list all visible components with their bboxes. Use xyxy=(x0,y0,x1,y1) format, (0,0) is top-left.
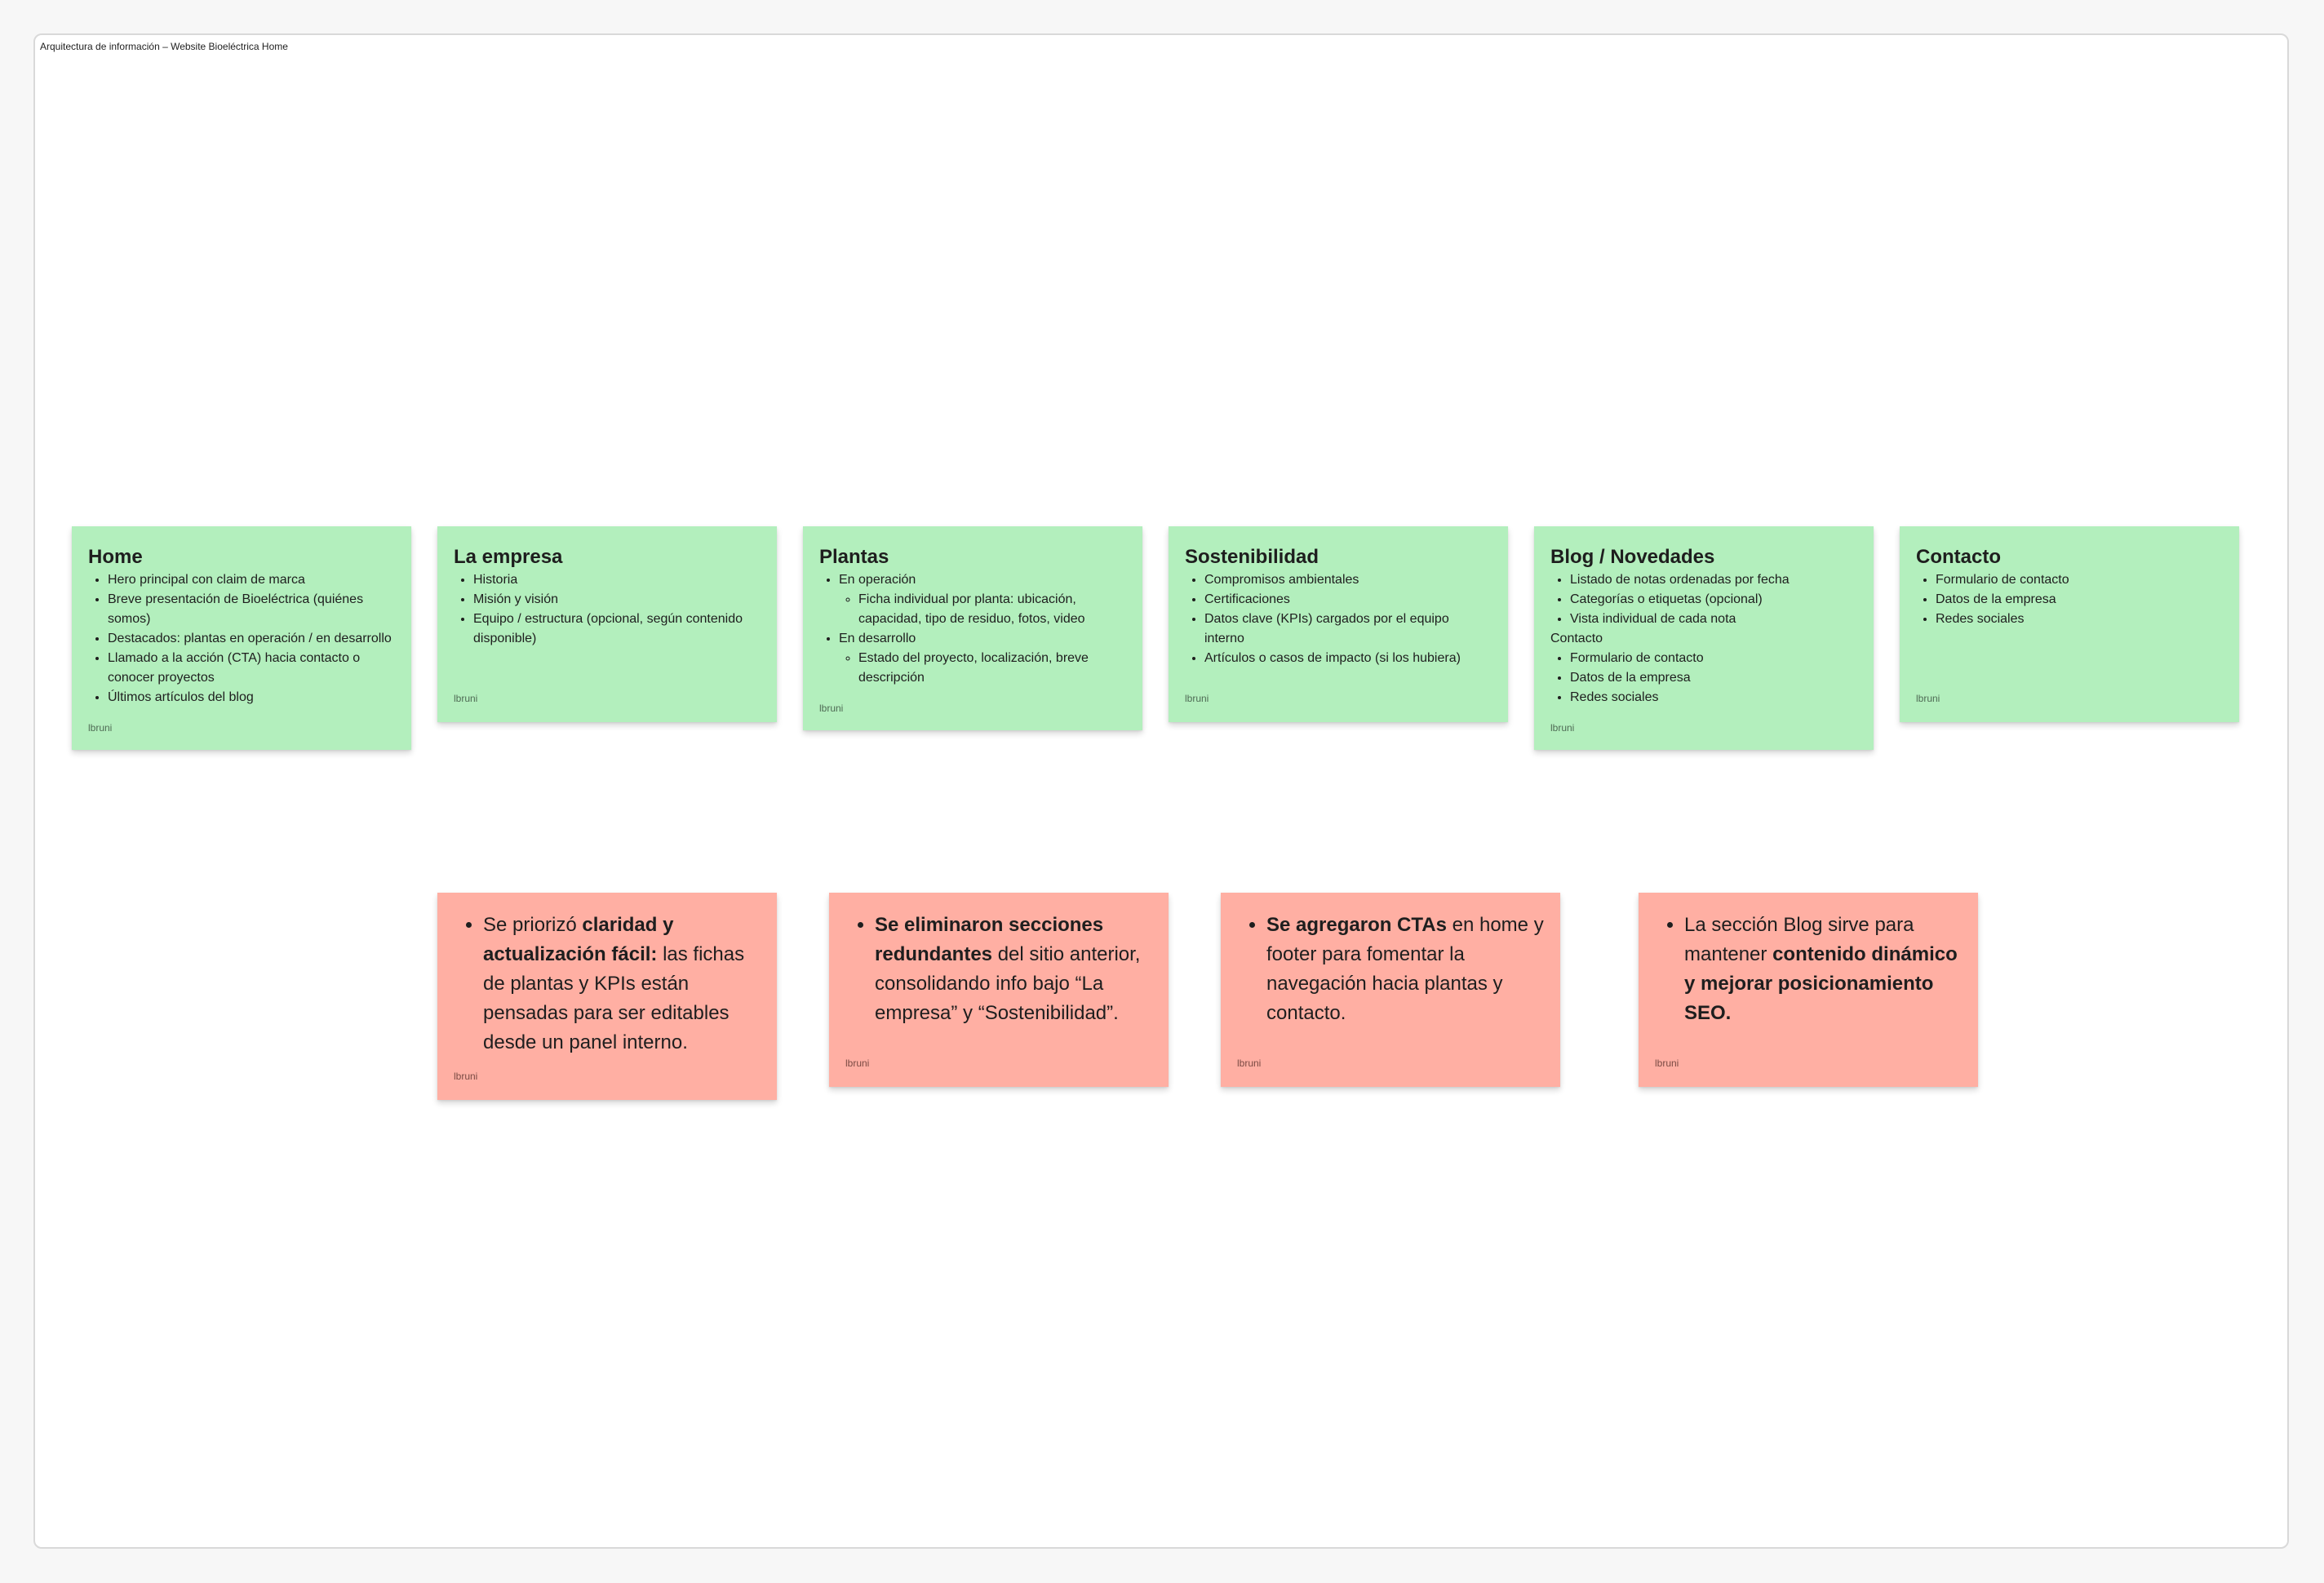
sticky-list: Compromisos ambientales Certificaciones … xyxy=(1185,570,1492,668)
list-item: Datos de la empresa xyxy=(1570,668,1857,688)
sticky-author: lbruni xyxy=(454,693,478,704)
sticky-author: lbruni xyxy=(454,1071,478,1082)
list-item: En desarrollo Estado del proyecto, local… xyxy=(839,629,1126,688)
list-item: Formulario de contacto xyxy=(1570,649,1857,668)
sticky-author: lbruni xyxy=(1237,1058,1262,1069)
section-title[interactable]: Arquitectura de información – Website Bi… xyxy=(40,41,288,52)
list-item: Misión y visión xyxy=(473,590,761,610)
note-sticky-1[interactable]: Se priorizó claridad y actualización fác… xyxy=(437,893,777,1100)
sticky-plantas[interactable]: Plantas En operación Ficha individual po… xyxy=(803,526,1142,730)
note-sticky-4[interactable]: La sección Blog sirve para mantener cont… xyxy=(1639,893,1978,1087)
list-item: Artículos o casos de impacto (si los hub… xyxy=(1204,649,1492,668)
list-item: Listado de notas ordenadas por fecha xyxy=(1570,570,1857,590)
note-sticky-2[interactable]: Se eliminaron secciones redundantes del … xyxy=(829,893,1169,1087)
sticky-author: lbruni xyxy=(1916,693,1940,704)
note-text-bold: Se agregaron CTAs xyxy=(1266,914,1447,936)
note-text-bold: claridad y actualización fácil: xyxy=(483,914,674,965)
note-text-post: las fichas de plantas y KPIs están pensa… xyxy=(483,943,745,1053)
list-item: Datos clave (KPIs) cargados por el equip… xyxy=(1204,610,1492,649)
note-text: Se agregaron CTAs en home y footer para … xyxy=(1266,911,1544,1028)
sticky-list: Formulario de contacto Datos de la empre… xyxy=(1916,570,2223,629)
sticky-author: lbruni xyxy=(1655,1058,1679,1069)
section-frame[interactable] xyxy=(33,33,2289,1549)
sticky-title: Home xyxy=(88,546,143,568)
sticky-list: Historia Misión y visión Equipo / estruc… xyxy=(454,570,761,649)
sticky-title: Sostenibilidad xyxy=(1185,546,1319,568)
note-list: Se agregaron CTAs en home y footer para … xyxy=(1237,911,1544,1028)
sticky-sostenibilidad[interactable]: Sostenibilidad Compromisos ambientales C… xyxy=(1169,526,1508,722)
note-text-post: en home y footer para fomentar la navega… xyxy=(1266,914,1544,1024)
sticky-contacto[interactable]: Contacto Formulario de contacto Datos de… xyxy=(1900,526,2239,722)
list-item: Datos de la empresa xyxy=(1936,590,2223,610)
sticky-subheading: Contacto xyxy=(1550,632,1603,645)
list-item: Compromisos ambientales xyxy=(1204,570,1492,590)
note-text-bold: contenido dinámico y mejorar posicionami… xyxy=(1684,943,1958,1024)
list-item: Categorías o etiquetas (opcional) xyxy=(1570,590,1857,610)
sticky-title: La empresa xyxy=(454,546,563,568)
list-item: Certificaciones xyxy=(1204,590,1492,610)
list-item: Llamado a la acción (CTA) hacia contacto… xyxy=(108,649,395,688)
sticky-title: Plantas xyxy=(819,546,889,568)
sticky-author: lbruni xyxy=(88,722,113,734)
sub-list-item: Estado del proyecto, localización, breve… xyxy=(858,649,1126,688)
sub-list: Ficha individual por planta: ubicación, … xyxy=(839,590,1126,629)
list-item-label: En operación xyxy=(839,573,916,587)
list-item: Redes sociales xyxy=(1936,610,2223,629)
note-text: Se priorizó claridad y actualización fác… xyxy=(483,911,761,1058)
list-item: Hero principal con claim de marca xyxy=(108,570,395,590)
list-item: En operación Ficha individual por planta… xyxy=(839,570,1126,629)
sticky-list: Listado de notas ordenadas por fecha Cat… xyxy=(1550,570,1857,629)
list-item: Destacados: plantas en operación / en de… xyxy=(108,629,395,649)
sub-list: Estado del proyecto, localización, breve… xyxy=(839,649,1126,688)
sticky-title: Contacto xyxy=(1916,546,2001,568)
list-item: Formulario de contacto xyxy=(1936,570,2223,590)
note-text-pre: La sección Blog sirve para mantener xyxy=(1684,914,1914,965)
sticky-list: Hero principal con claim de marca Breve … xyxy=(88,570,395,707)
sticky-la-empresa[interactable]: La empresa Historia Misión y visión Equi… xyxy=(437,526,777,722)
note-list: Se priorizó claridad y actualización fác… xyxy=(454,911,761,1058)
sticky-author: lbruni xyxy=(819,703,844,714)
sticky-home[interactable]: Home Hero principal con claim de marca B… xyxy=(72,526,411,750)
sticky-blog-novedades[interactable]: Blog / Novedades Listado de notas ordena… xyxy=(1534,526,1874,750)
list-item: Equipo / estructura (opcional, según con… xyxy=(473,610,761,649)
note-text-pre: Se priorizó xyxy=(483,914,583,936)
list-item: Vista individual de cada nota xyxy=(1570,610,1857,629)
note-list: Se eliminaron secciones redundantes del … xyxy=(845,911,1152,1028)
note-text: Se eliminaron secciones redundantes del … xyxy=(875,911,1152,1028)
sub-list-item: Ficha individual por planta: ubicación, … xyxy=(858,590,1126,629)
note-text: La sección Blog sirve para mantener cont… xyxy=(1684,911,1962,1028)
sticky-author: lbruni xyxy=(845,1058,870,1069)
sticky-list: Formulario de contacto Datos de la empre… xyxy=(1550,649,1857,707)
note-text-bold: Se eliminaron secciones redundantes xyxy=(875,914,1104,965)
note-list: La sección Blog sirve para mantener cont… xyxy=(1655,911,1962,1028)
list-item-label: En desarrollo xyxy=(839,632,916,645)
note-sticky-3[interactable]: Se agregaron CTAs en home y footer para … xyxy=(1221,893,1560,1087)
list-item: Redes sociales xyxy=(1570,688,1857,707)
sticky-author: lbruni xyxy=(1550,722,1575,734)
list-item: Historia xyxy=(473,570,761,590)
note-text-post: del sitio anterior, consolidando info ba… xyxy=(875,943,1141,1024)
sticky-list: En operación Ficha individual por planta… xyxy=(819,570,1126,688)
list-item: Breve presentación de Bioeléctrica (quié… xyxy=(108,590,395,629)
sticky-title: Blog / Novedades xyxy=(1550,546,1715,568)
sticky-author: lbruni xyxy=(1185,693,1209,704)
list-item: Últimos artículos del blog xyxy=(108,688,395,707)
